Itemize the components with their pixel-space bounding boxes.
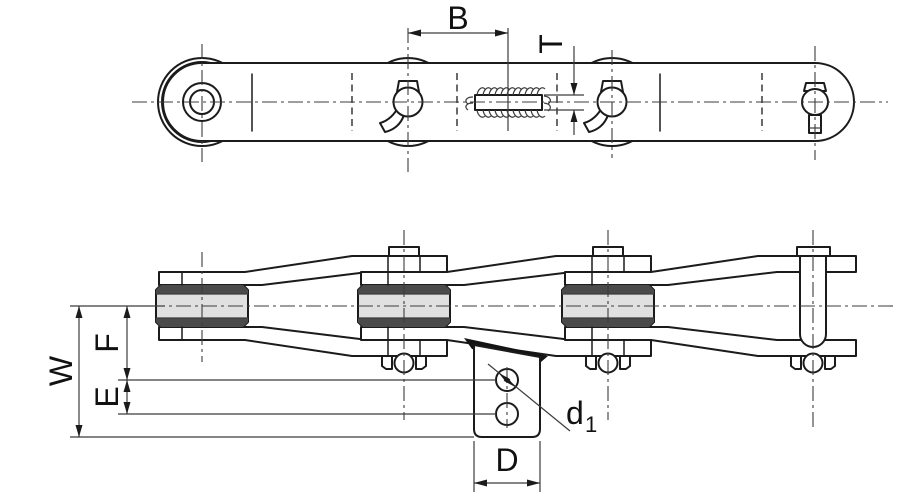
pin-edges	[181, 255, 625, 357]
top-view-chain: B T	[132, 0, 888, 172]
dim-label-w: W	[43, 355, 79, 386]
dim-label-d1-sub: 1	[585, 412, 597, 437]
knurl-hatching-top	[476, 87, 546, 96]
dimension-T: T	[533, 34, 584, 135]
dimension-W: W	[43, 306, 83, 437]
dimension-E: E	[89, 380, 131, 414]
dimension-B: B	[408, 0, 509, 131]
dimension-d1: d 1	[487, 363, 597, 437]
dim-label-f: F	[89, 333, 125, 353]
dim-label-d-cap: D	[495, 442, 518, 478]
side-view-chain: W F E D d 1	[43, 230, 893, 492]
knurl-hatching-sides	[465, 95, 551, 112]
dimension-F: F	[89, 306, 131, 380]
dim-label-e: E	[89, 386, 125, 407]
knurl-hatching-bottom	[476, 109, 546, 118]
dim-label-d1: d	[566, 395, 584, 431]
dim-label-b: B	[447, 0, 468, 36]
dimension-D: D	[473, 441, 541, 492]
dim-label-t: T	[533, 34, 569, 54]
